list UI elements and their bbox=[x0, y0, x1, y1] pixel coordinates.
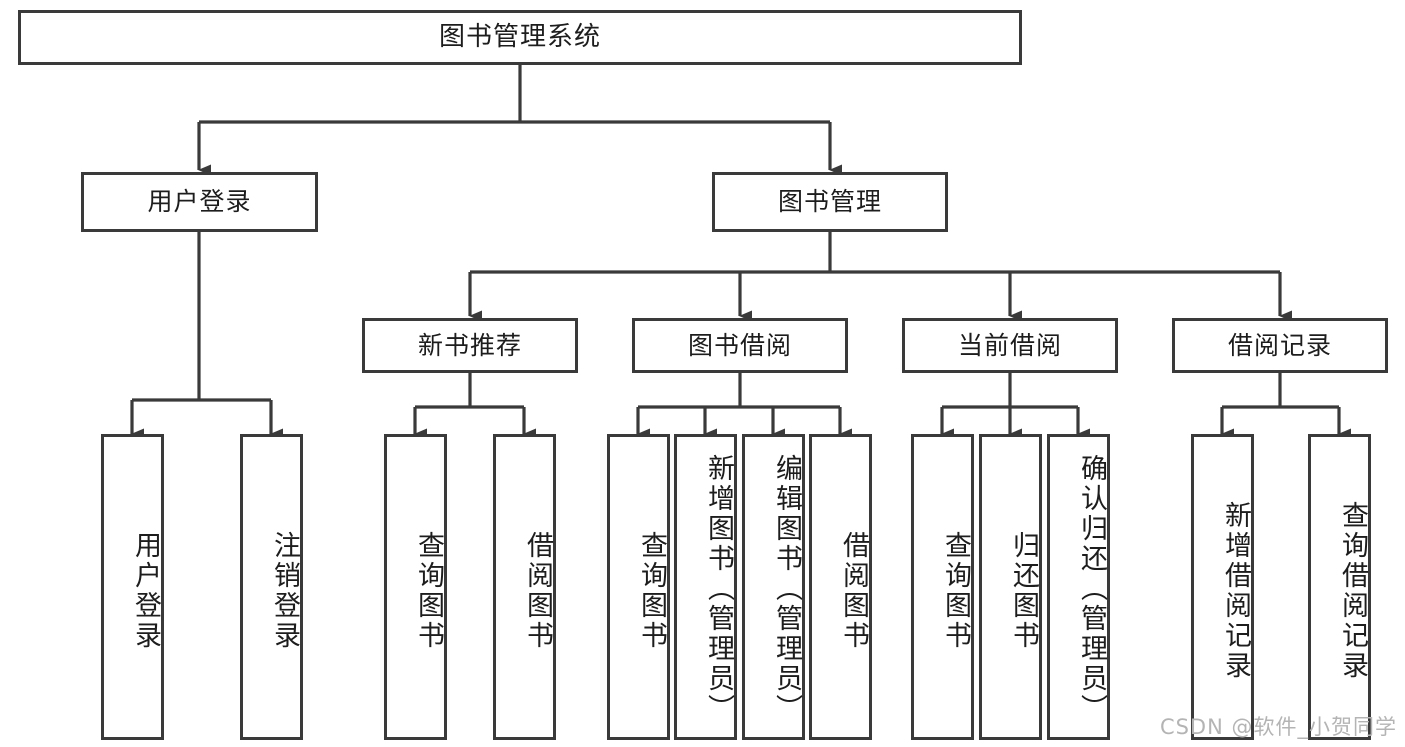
csdn-watermark: CSDN @软件_小贺同学 bbox=[1159, 715, 1397, 739]
leaf-current-borrow-query[interactable]: 查询图书 bbox=[911, 434, 974, 740]
leaf-borrow-record-add[interactable]: 新增借阅记录 bbox=[1191, 434, 1254, 740]
node-current-borrow[interactable]: 当前借阅 bbox=[902, 318, 1118, 373]
leaf-book-borrow-borrow[interactable]: 借阅图书 bbox=[809, 434, 872, 740]
leaf-current-borrow-confirm-admin[interactable]: 确认归还（管理员） bbox=[1047, 434, 1110, 740]
leaf-user-login-signout[interactable]: 注销登录 bbox=[240, 434, 303, 740]
leaf-user-login-signin[interactable]: 用户登录 bbox=[101, 434, 164, 740]
node-borrow-record[interactable]: 借阅记录 bbox=[1172, 318, 1388, 373]
leaf-book-borrow-query[interactable]: 查询图书 bbox=[607, 434, 670, 740]
leaf-new-book-query[interactable]: 查询图书 bbox=[384, 434, 447, 740]
leaf-book-borrow-add-admin[interactable]: 新增图书（管理员） bbox=[674, 434, 737, 740]
node-user-login[interactable]: 用户登录 bbox=[81, 172, 318, 232]
node-new-book-recommend[interactable]: 新书推荐 bbox=[362, 318, 578, 373]
node-root-system[interactable]: 图书管理系统 bbox=[18, 10, 1022, 65]
node-book-management[interactable]: 图书管理 bbox=[712, 172, 948, 232]
node-book-borrow[interactable]: 图书借阅 bbox=[632, 318, 848, 373]
leaf-current-borrow-return[interactable]: 归还图书 bbox=[979, 434, 1042, 740]
leaf-new-book-borrow[interactable]: 借阅图书 bbox=[493, 434, 556, 740]
leaf-book-borrow-edit-admin[interactable]: 编辑图书（管理员） bbox=[742, 434, 805, 740]
leaf-borrow-record-query[interactable]: 查询借阅记录 bbox=[1308, 434, 1371, 740]
